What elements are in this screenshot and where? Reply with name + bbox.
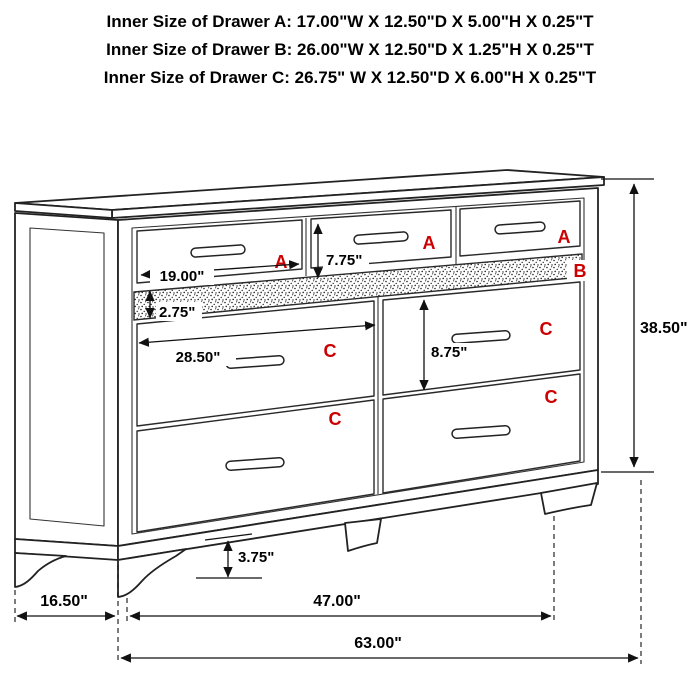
top-left-edge: [14, 202, 113, 219]
dresser-top: [14, 169, 605, 219]
center-foot: [344, 518, 382, 552]
dim-drawer-a-height: 7.75": [313, 223, 369, 279]
side-panel: [14, 212, 119, 547]
drawer-c-bottom-left: [136, 399, 375, 533]
letter-a-drawer-1: A: [275, 252, 288, 272]
drawer-c-bottom-right-handle: [451, 425, 511, 439]
front-inner-frame: [131, 197, 585, 535]
drawer-c-top-right: [382, 281, 581, 396]
letter-a-drawer-3: A: [558, 227, 571, 247]
dim-drawer-c-width-backing: [160, 347, 236, 366]
dim-drawer-b-height-label: 2.75": [159, 304, 195, 321]
title-line-drawer-c: Inner Size of Drawer C: 26.75" W X 12.50…: [103, 68, 597, 87]
title-block: Inner Size of Drawer A: 17.00"W X 12.50"…: [0, 8, 700, 92]
front-apron: [117, 469, 599, 561]
dim-overall-width-backing: [344, 634, 408, 652]
title-line-drawer-b: Inner Size of Drawer B: 26.00"W X 12.50"…: [106, 40, 594, 59]
dim-drawer-c-height-backing: [428, 343, 476, 361]
title-line-drawer-a: Inner Size of Drawer A: 17.00"W X 12.50"…: [106, 12, 594, 31]
drawer-c-top-right-handle: [451, 330, 511, 344]
dim-drawer-c-width-label: 28.50": [176, 349, 221, 366]
dim-feet-span: 47.00": [126, 516, 555, 624]
letter-c-top-left: C: [324, 341, 337, 361]
letter-c-bottom-left: C: [329, 409, 342, 429]
dim-leg-height-label: 3.75": [238, 549, 274, 566]
dim-drawer-c-height: 8.75": [419, 299, 476, 391]
dim-drawer-b-height: 2.75": [145, 290, 202, 321]
dim-overall-width-label: 63.00": [354, 635, 402, 652]
letter-c-bottom-right: C: [545, 387, 558, 407]
drawer-a-3: [459, 200, 581, 257]
dim-drawer-a-height-backing: [323, 250, 369, 269]
dim-overall-depth: 16.50": [14, 565, 119, 664]
dim-drawer-c-height-label: 8.75": [431, 344, 467, 361]
dim-leg-height-top-tick: [204, 533, 253, 541]
dim-leg-height: 3.75": [196, 533, 274, 579]
dim-drawer-a-width-label: 19.00": [160, 268, 205, 285]
drawer-a-2-handle: [353, 231, 409, 245]
dim-feet-span-label: 47.00": [313, 593, 361, 610]
dim-overall-height-label: 38.50": [640, 320, 688, 337]
dim-drawer-a-height-label: 7.75": [326, 252, 362, 269]
dim-overall-width: 63.00": [120, 480, 642, 664]
dim-drawer-c-width: 28.50": [138, 321, 376, 366]
drawer-c-bottom-left-handle: [225, 457, 285, 471]
dim-depth-label: 16.50": [40, 593, 88, 610]
letter-a-drawer-2: A: [423, 233, 436, 253]
drawer-letters: A A A B C C C C: [275, 227, 593, 429]
letter-c-top-right: C: [540, 319, 553, 339]
front-left-foot: [117, 548, 187, 598]
dim-drawer-c-width-arrow: [138, 321, 376, 347]
dim-drawer-a-width-backing: [150, 266, 214, 285]
base-and-feet: [14, 469, 599, 598]
right-foot: [540, 482, 598, 515]
drawer-a-1-handle: [190, 244, 246, 258]
letter-b-backing: [567, 260, 593, 281]
side-panel-inner-frame: [29, 227, 105, 527]
dim-drawer-b-height-backing: [156, 302, 202, 321]
dim-feet-span-backing: [305, 592, 369, 610]
dim-overall-height: 38.50": [601, 178, 694, 473]
dim-drawer-a-width: 19.00": [140, 260, 300, 285]
drawer-a-3-handle: [494, 221, 546, 235]
letter-b-drawer: B: [574, 261, 587, 281]
dim-overall-height-backing: [638, 318, 694, 338]
drawer-c-bottom-right: [382, 373, 581, 494]
back-left-foot: [14, 552, 67, 588]
